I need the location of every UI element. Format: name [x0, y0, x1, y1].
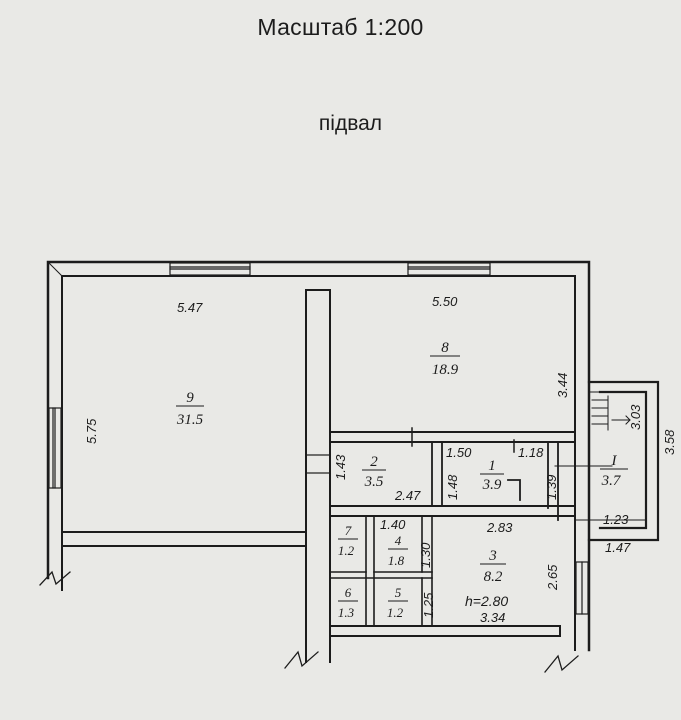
annex-walls [587, 380, 660, 542]
room-6-number: 6 [345, 585, 352, 600]
room-5-number: 5 [395, 585, 402, 600]
room-2-area: 3.5 [364, 474, 384, 490]
room-7-number: 7 [345, 523, 352, 538]
dim-annex-width-a: 1.23 [603, 512, 629, 527]
dim-room4-width: 1.40 [380, 517, 406, 532]
central-wall [305, 289, 331, 663]
room-label-6: 6 1.3 [338, 585, 358, 620]
dim-bottom-width: 3.34 [480, 610, 505, 625]
room-9-number: 9 [186, 390, 194, 406]
room9-bottom-wall [61, 531, 307, 547]
right-window [575, 561, 589, 615]
dim-room5-height: 1.25 [421, 592, 436, 618]
room-4-number: 4 [395, 533, 402, 548]
room-8-area: 18.9 [432, 362, 459, 378]
room-2-number: 2 [370, 454, 378, 470]
room8-bottom-wall [329, 427, 576, 453]
dim-room3-width: 2.83 [486, 520, 513, 535]
break-marks [39, 570, 579, 673]
dim-right-height: 3.44 [555, 373, 570, 398]
ceiling-height: h=2.80 [465, 593, 508, 609]
dim-top-right: 5.50 [432, 294, 458, 309]
dim-corridor-width: 2.47 [394, 488, 421, 503]
room-label-4: 4 1.8 [388, 533, 408, 568]
outer-walls [46, 260, 591, 652]
room-label-I: I 3.7 [600, 453, 628, 489]
room-6-area: 1.3 [338, 605, 355, 620]
room-1-number: 1 [488, 458, 496, 474]
room-5-area: 1.2 [387, 605, 404, 620]
floor-label: підвал [318, 112, 383, 135]
room-7-area: 1.2 [338, 543, 355, 558]
room-4-area: 1.8 [388, 553, 405, 568]
room-1-area: 3.9 [482, 477, 502, 493]
room-I-number: I [611, 453, 618, 469]
room-label-7: 7 1.2 [338, 523, 358, 558]
room-label-9: 9 31.5 [176, 390, 204, 428]
top-window-left [169, 262, 251, 276]
room-label-8: 8 18.9 [430, 340, 460, 378]
dim-room1-right: 1.39 [544, 475, 559, 500]
dim-room4-height: 1.30 [418, 542, 433, 568]
room-I-area: 3.7 [601, 473, 622, 489]
dim-annex-width-b: 1.47 [605, 540, 631, 555]
dim-room2-height: 1.43 [333, 454, 348, 480]
dim-room1-width-b: 1.18 [518, 445, 544, 460]
top-window-right [407, 262, 491, 276]
dim-room1-width-a: 1.50 [446, 445, 472, 460]
room-label-3: 3 8.2 [480, 548, 506, 585]
room-9-area: 31.5 [176, 412, 204, 428]
room-3-area: 8.2 [484, 569, 503, 585]
room2-room1-wall [431, 441, 443, 507]
corridor-wall [329, 505, 576, 517]
room-3-number: 3 [488, 548, 497, 564]
room-label-2: 2 3.5 [362, 454, 386, 490]
dim-right-lower: 2.65 [545, 564, 560, 591]
dim-left-height: 5.75 [84, 418, 99, 444]
dim-annex-outer: 3.58 [662, 429, 677, 455]
room-label-5: 5 1.2 [387, 585, 408, 620]
dim-annex-inner: 3.03 [628, 404, 643, 430]
dim-top-left: 5.47 [177, 300, 203, 315]
bottom-wall [329, 625, 561, 637]
left-window [48, 407, 62, 489]
room-label-1: 1 3.9 [480, 458, 504, 493]
scale-label: Масштаб 1:200 [257, 14, 424, 40]
room-8-number: 8 [441, 340, 449, 356]
dimension-lines [554, 465, 646, 521]
dim-room1-height: 1.48 [445, 474, 460, 500]
small-room-walls [329, 515, 433, 627]
